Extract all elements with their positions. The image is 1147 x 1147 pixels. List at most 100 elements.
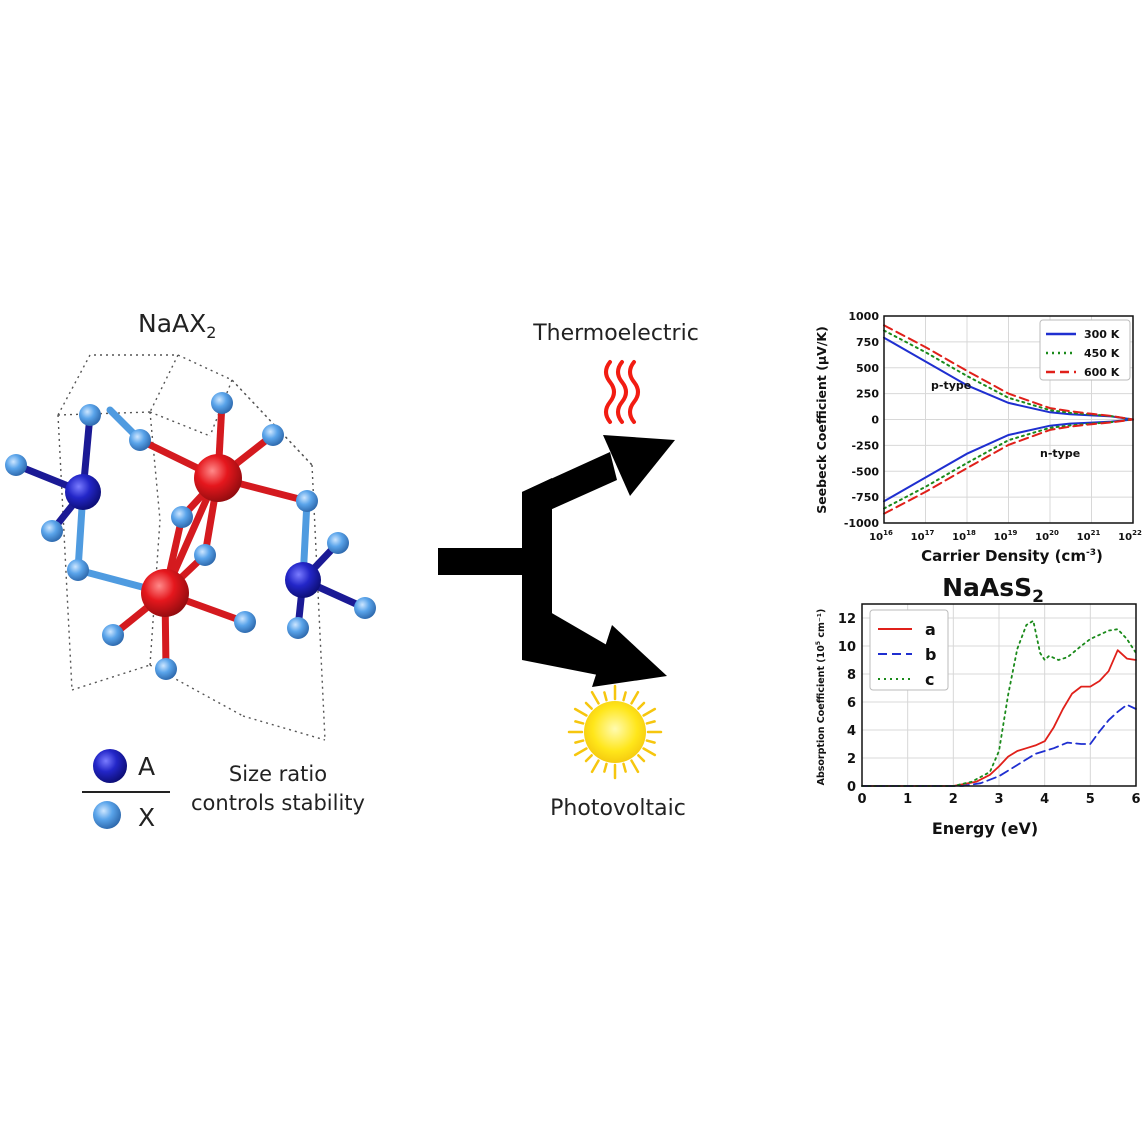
seebeck-series-600-k-p-line bbox=[883, 324, 1134, 421]
seebeck-y-tick-label: -1000 bbox=[844, 517, 880, 530]
p-type-annotation: p-type bbox=[931, 379, 971, 392]
a-atom-legend-icon bbox=[93, 749, 127, 783]
seebeck-x-tick-label: 1019 bbox=[994, 529, 1018, 543]
absorption-y-axis-label: Absorption Coefficient (105 cm⁻¹) bbox=[815, 609, 827, 786]
x-atom bbox=[41, 520, 63, 542]
sun-ray bbox=[590, 759, 600, 774]
sun-ray bbox=[584, 701, 593, 710]
sun-ray bbox=[645, 720, 656, 725]
absorption-y-tick-label: 6 bbox=[847, 696, 856, 711]
sun-ray bbox=[584, 754, 593, 763]
structure-title: NaAX2 bbox=[138, 309, 216, 342]
sun-ray bbox=[603, 691, 608, 702]
absorption-series-b-line bbox=[861, 703, 1137, 787]
x-atom bbox=[354, 597, 376, 619]
absorption-y-tick-label: 10 bbox=[838, 640, 856, 655]
absorption-y-tick-label: 2 bbox=[847, 752, 856, 767]
absorption-x-tick-label: 5 bbox=[1086, 792, 1095, 807]
absorption-y-tick-label: 4 bbox=[847, 724, 856, 739]
seebeck-y-tick-label: 750 bbox=[856, 336, 879, 349]
sun-ray bbox=[642, 707, 657, 717]
structure-panel: NaAX2 bbox=[5, 309, 376, 832]
x-atom-legend-icon bbox=[93, 801, 121, 829]
seebeck-x-tick-label: 1022 bbox=[1118, 529, 1142, 543]
seebeck-x-tick-label: 1016 bbox=[869, 529, 893, 543]
sun-ray bbox=[622, 691, 627, 702]
absorption-series-c-line bbox=[861, 619, 1137, 787]
x-atom bbox=[171, 506, 193, 528]
sun-ray bbox=[574, 720, 585, 725]
sun-ray bbox=[603, 762, 608, 773]
absorption-y-tick-label: 0 bbox=[847, 780, 856, 795]
x-atom bbox=[79, 404, 101, 426]
sun-ray bbox=[574, 739, 585, 744]
absorption-legend-label: a bbox=[925, 620, 936, 639]
seebeck-legend-label: 300 K bbox=[1084, 328, 1120, 341]
sun-ray bbox=[573, 707, 588, 717]
sun-ray bbox=[630, 690, 640, 705]
seebeck-x-tick-label: 1018 bbox=[952, 529, 976, 543]
atoms bbox=[5, 392, 376, 680]
x-atom bbox=[211, 392, 233, 414]
seebeck-y-tick-label: -750 bbox=[851, 491, 879, 504]
photovoltaic-label: Photovoltaic bbox=[550, 796, 686, 821]
legend-a-label: A bbox=[138, 752, 155, 781]
seebeck-series-600-k-n-line bbox=[883, 418, 1134, 515]
thermoelectric-label: Thermoelectric bbox=[532, 321, 699, 346]
a-atom bbox=[285, 562, 321, 598]
application-branch: Thermoelectric Photovoltaic bbox=[438, 321, 699, 821]
sun-icon bbox=[567, 684, 663, 780]
sun-ray bbox=[637, 701, 646, 710]
absorption-x-tick-label: 2 bbox=[949, 792, 958, 807]
seebeck-x-tick-label: 1017 bbox=[911, 529, 935, 543]
absorption-y-tick-label: 8 bbox=[847, 668, 856, 683]
absorption-legend: abc bbox=[869, 609, 949, 691]
absorption-legend-label: b bbox=[925, 645, 936, 664]
absorption-series-a-line bbox=[861, 649, 1137, 787]
x-atom bbox=[327, 532, 349, 554]
seebeck-x-axis-label: Carrier Density (cm-3) bbox=[921, 547, 1103, 565]
sun-ray bbox=[645, 739, 656, 744]
seebeck-y-tick-label: 0 bbox=[871, 414, 879, 427]
size-ratio-note-2: controls stability bbox=[191, 791, 365, 815]
bonds bbox=[12, 399, 369, 673]
x-atom bbox=[102, 624, 124, 646]
absorption-chart-title: NaAsS2 bbox=[942, 573, 1044, 607]
absorption-legend-label: c bbox=[925, 670, 934, 689]
seebeck-legend-label: 450 K bbox=[1084, 347, 1120, 360]
seebeck-y-tick-label: 250 bbox=[856, 388, 879, 401]
branch-arrow bbox=[438, 435, 675, 687]
seebeck-y-tick-label: -250 bbox=[851, 439, 879, 452]
sun-ray bbox=[637, 754, 646, 763]
sun-ray bbox=[642, 747, 657, 757]
sun-ray bbox=[622, 762, 627, 773]
sun-ray bbox=[630, 759, 640, 774]
legend-x-label: X bbox=[138, 803, 155, 832]
absorption-x-tick-label: 1 bbox=[903, 792, 912, 807]
x-atom bbox=[194, 544, 216, 566]
absorption-y-tick-label: 12 bbox=[838, 612, 856, 627]
b-atom bbox=[141, 569, 189, 617]
seebeck-legend-label: 600 K bbox=[1084, 366, 1120, 379]
seebeck-x-tick-label: 1021 bbox=[1077, 529, 1101, 543]
b-atom bbox=[194, 454, 242, 502]
absorption-x-tick-label: 6 bbox=[1131, 792, 1140, 807]
x-atom bbox=[129, 429, 151, 451]
n-type-annotation: n-type bbox=[1040, 447, 1080, 460]
x-atom bbox=[296, 490, 318, 512]
seebeck-y-tick-label: 500 bbox=[856, 362, 879, 375]
absorption-x-axis-label: Energy (eV) bbox=[932, 819, 1038, 838]
heat-waves-icon bbox=[604, 360, 640, 424]
x-atom bbox=[5, 454, 27, 476]
seebeck-y-tick-label: 1000 bbox=[848, 310, 879, 323]
seebeck-chart: 1000 750 500 250 0 -250 -500 -750 -1000 1016 1017… bbox=[814, 310, 1142, 565]
absorption-x-tick-label: 3 bbox=[994, 792, 1003, 807]
seebeck-y-tick-label: -500 bbox=[851, 465, 879, 478]
size-ratio-legend: A X Size ratio controls stability bbox=[82, 749, 365, 832]
absorption-plot-frame bbox=[861, 603, 1137, 787]
x-atom bbox=[234, 611, 256, 633]
x-atom bbox=[262, 424, 284, 446]
absorption-x-tick-label: 0 bbox=[857, 792, 866, 807]
size-ratio-note-1: Size ratio bbox=[229, 762, 327, 786]
